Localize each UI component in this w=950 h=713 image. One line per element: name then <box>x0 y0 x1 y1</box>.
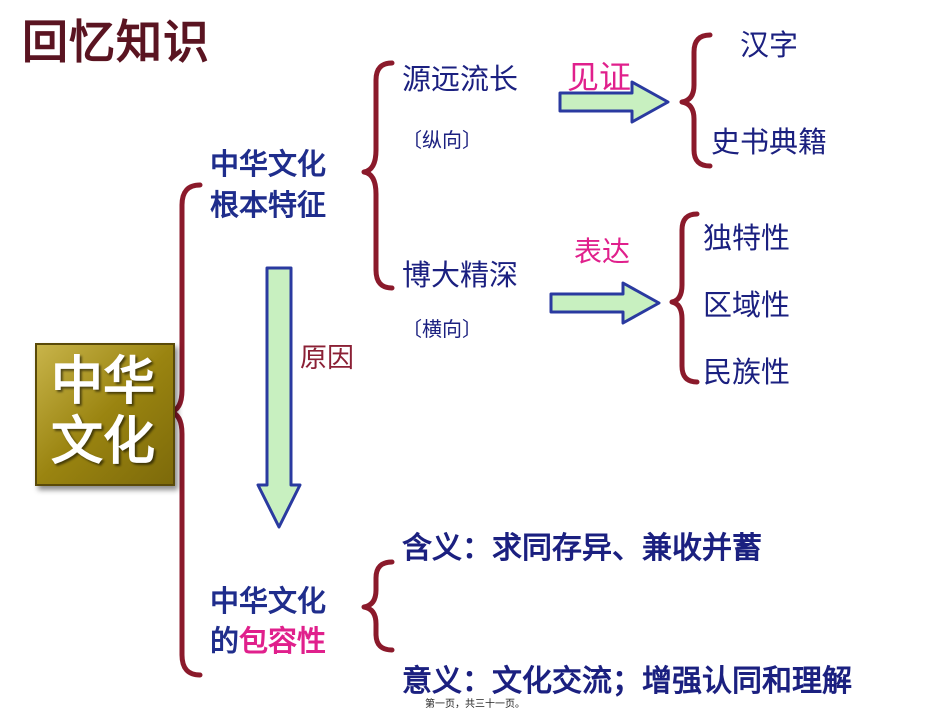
branch2-note: 〔横向〕 <box>402 317 482 341</box>
inclusive-brace <box>361 559 395 653</box>
express-arrow <box>549 281 661 325</box>
witness-item-1: 汉字 <box>740 28 799 62</box>
feature-line-2: 根本特征 <box>210 188 327 222</box>
page-footer: 第一页，共三十一页。 <box>425 699 525 710</box>
feature-brace <box>361 60 395 291</box>
core-line-2: 文化 <box>50 412 155 472</box>
reason-label: 原因 <box>300 343 354 374</box>
witness-label: 见证 <box>567 58 632 96</box>
core-label: 中华 文化 <box>35 352 171 472</box>
inclusive-line-1: 中华文化 <box>210 584 327 618</box>
witness-brace <box>679 32 713 169</box>
express-item-1: 独特性 <box>703 221 791 255</box>
core-line-1: 中华 <box>50 352 155 412</box>
express-item-3: 民族性 <box>703 355 791 389</box>
express-brace <box>669 211 700 385</box>
reason-down-arrow <box>256 266 302 529</box>
core-box <box>35 343 175 486</box>
inclusive-meaning: 含义：求同存异、兼收并蓄 <box>402 531 762 566</box>
slide-title: 回忆知识 <box>22 15 210 69</box>
branch2-label: 博大精深 <box>402 258 519 292</box>
feature-line-1: 中华文化 <box>210 147 327 181</box>
express-item-2: 区域性 <box>703 288 791 322</box>
branch1-note: 〔纵向〕 <box>402 128 482 152</box>
inclusive-highlight: 包容性 <box>239 624 327 658</box>
inclusive-line-2: 的包容性 <box>210 618 326 660</box>
branch1-label: 源远流长 <box>402 62 519 96</box>
inclusive-prefix: 的 <box>210 624 240 658</box>
witness-item-2: 史书典籍 <box>711 125 828 159</box>
express-label: 表达 <box>574 235 631 268</box>
inclusive-significance: 意义：文化交流；增强认同和理解 <box>402 664 852 699</box>
witness-arrow <box>558 80 670 124</box>
